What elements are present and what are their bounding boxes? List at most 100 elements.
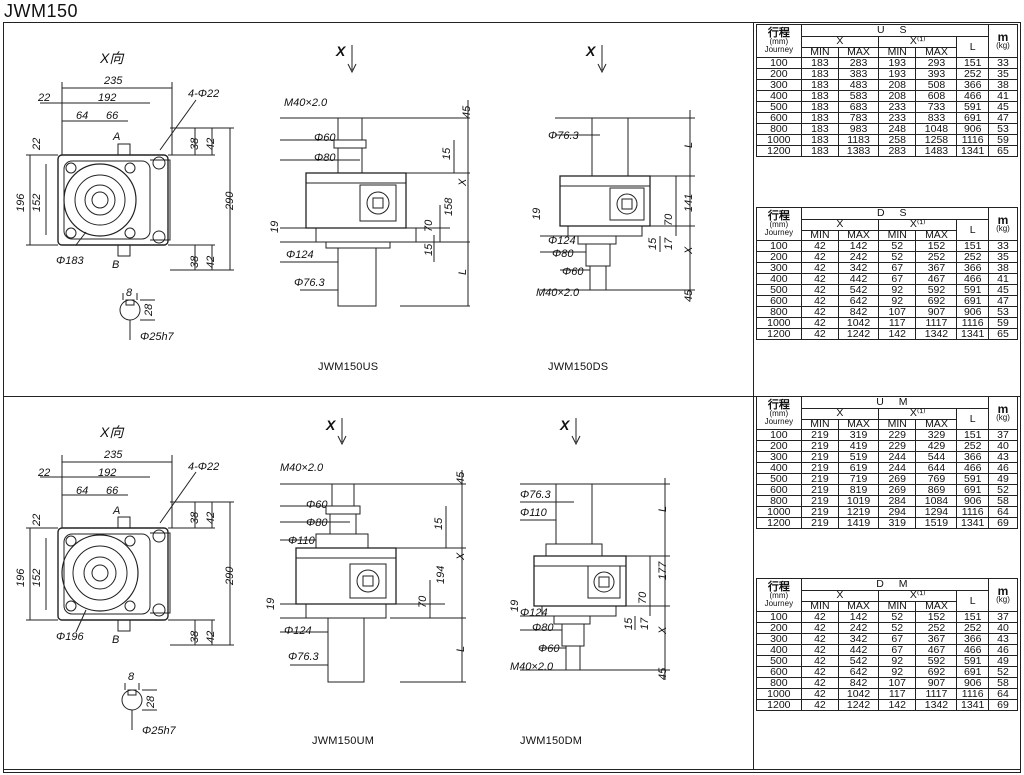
- x-direction-label: X向: [99, 50, 125, 66]
- table-cell: 1342: [915, 699, 958, 712]
- dim-192-b: 192: [98, 467, 116, 479]
- us-dim-45: 45: [461, 105, 473, 118]
- shaft-dia: Φ25h7: [140, 331, 175, 343]
- key-8: 8: [126, 287, 133, 299]
- table-code: U S: [800, 24, 989, 37]
- us-dim-15: 15: [441, 147, 453, 160]
- us-dim-l: L: [457, 269, 469, 275]
- dm-dia-60: Φ60: [538, 643, 560, 655]
- um-dim-l: L: [455, 646, 467, 652]
- table-cell: 47: [987, 295, 1019, 308]
- l-header: L: [956, 589, 989, 613]
- table-cell: 1341: [956, 517, 989, 530]
- um-dim-15: 15: [433, 517, 445, 530]
- ds-dim-x: X: [683, 246, 695, 255]
- table-cell: 69: [987, 517, 1019, 530]
- dia-196: Φ196: [56, 631, 84, 643]
- ds-dia-124: Φ124: [548, 235, 576, 247]
- dm-dim-17: 17: [639, 617, 651, 630]
- page-title: JWM150: [4, 1, 79, 21]
- l-header: L: [956, 35, 989, 59]
- bottom-x-view: [26, 455, 234, 730]
- dm-thread: M40×2.0: [510, 661, 554, 673]
- dim-38-bottom: 38: [189, 255, 201, 268]
- journey-unit-label: (mm): [769, 37, 789, 47]
- dim-38-top: 38: [189, 137, 201, 150]
- journey-unit-label: (mm): [769, 409, 789, 419]
- ds-x-arrow: X: [585, 43, 597, 59]
- table-cell: 1200: [756, 517, 802, 530]
- l-header: L: [956, 218, 989, 242]
- us-dia-80: Φ80: [314, 152, 336, 164]
- us-dia-76: Φ76.3: [294, 277, 325, 289]
- table-cell: 69: [987, 699, 1019, 712]
- top-x-view: [26, 82, 234, 340]
- um-dim-19: 19: [265, 598, 277, 610]
- min-header: MIN: [800, 419, 840, 431]
- dim-42-top-b: 42: [205, 512, 217, 524]
- um-dim-70: 70: [417, 595, 429, 608]
- table-cell: 193: [877, 68, 917, 81]
- bottom-divider: [3, 769, 1021, 770]
- table-cell: 283: [877, 145, 917, 158]
- journey-header: 行程(mm)Journey: [756, 206, 802, 242]
- shaft-dia-b: Φ25h7: [142, 725, 177, 737]
- table-cell: 37: [987, 429, 1019, 442]
- journey-en-label: Journey: [764, 45, 794, 55]
- table-cell: 691: [956, 295, 989, 308]
- journey-cn-label: 行程: [767, 399, 790, 412]
- table-code: U M: [800, 396, 989, 409]
- table-cell: 1341: [956, 145, 989, 158]
- mass-symbol: m: [997, 402, 1009, 417]
- dm-dia-124: Φ124: [520, 607, 548, 619]
- um-dim-x: X: [455, 552, 467, 561]
- table-cell: 183: [800, 123, 840, 136]
- mass-unit: (kg): [996, 224, 1010, 234]
- table-code: D S: [800, 207, 989, 220]
- dm-dim-177: 177: [657, 561, 669, 580]
- table-cell: 1242: [838, 699, 879, 712]
- ds-dia-60: Φ60: [562, 266, 584, 278]
- table-cell: 1383: [838, 145, 879, 158]
- ds-dia-76: Φ76.3: [548, 130, 579, 142]
- mass-header: m(kg): [987, 206, 1019, 242]
- mass-symbol: m: [997, 213, 1009, 228]
- us-dim-19: 19: [269, 221, 281, 233]
- key-8-b: 8: [128, 671, 135, 683]
- um-dim-45: 45: [455, 471, 467, 484]
- holes-label-b: 4-Φ22: [188, 461, 219, 473]
- model-label-ds: JWM150DS: [548, 361, 609, 373]
- table-cell: 1200: [756, 699, 802, 712]
- table-cell: 1342: [915, 328, 958, 341]
- dim-290: 290: [224, 191, 236, 211]
- dim-42-bottom-b: 42: [205, 631, 217, 643]
- dm-dim-19: 19: [509, 600, 521, 612]
- ds-dim-45: 45: [683, 289, 695, 302]
- dim-22-side: 22: [31, 138, 43, 151]
- us-side-view: [280, 45, 470, 307]
- um-dia-110: Φ110: [288, 535, 316, 547]
- drawing-frame: [3, 22, 1021, 773]
- journey-en-label: Journey: [764, 228, 794, 238]
- dm-dim-15: 15: [623, 617, 635, 630]
- max-header: MAX: [915, 230, 958, 242]
- journey-cn-label: 行程: [767, 27, 790, 40]
- min-header: MIN: [800, 230, 840, 242]
- ds-dim-19: 19: [531, 208, 543, 220]
